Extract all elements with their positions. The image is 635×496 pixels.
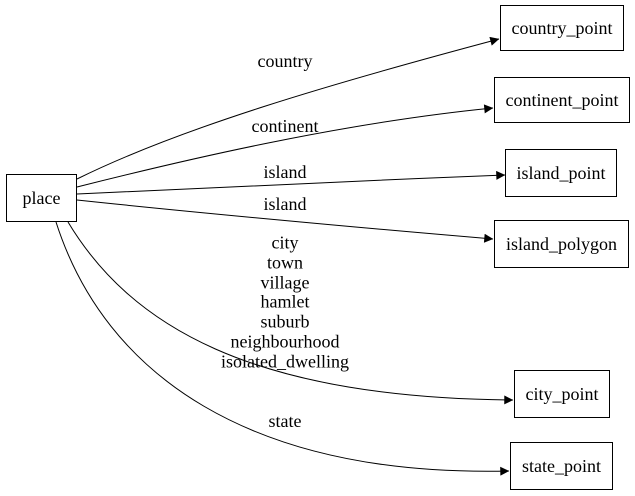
node-place-label: place <box>22 188 61 208</box>
edge-place-state_point <box>55 221 510 476</box>
node-continent-point: continent_point <box>494 77 630 123</box>
node-island-polygon: island_polygon <box>494 220 629 268</box>
edge-label-island-polygon: island <box>263 194 307 215</box>
edge-place-continent_point <box>76 104 494 188</box>
node-island-polygon-label: island_polygon <box>506 234 617 254</box>
node-state-point-label: state_point <box>522 456 601 476</box>
edge-label-city-group: city town village hamlet suburb neighbou… <box>221 232 349 372</box>
node-place: place <box>6 174 77 222</box>
edge-label-continent: continent <box>251 116 319 137</box>
edge-place-island_polygon <box>76 199 494 243</box>
edge-place-country_point <box>76 36 500 180</box>
node-island-point: island_point <box>505 149 617 197</box>
node-city-point: city_point <box>514 370 610 418</box>
node-city-point-label: city_point <box>525 384 599 404</box>
node-continent-point-label: continent_point <box>505 90 619 110</box>
edge-place-city_point <box>67 221 514 405</box>
node-island-point-label: island_point <box>516 163 606 183</box>
node-state-point: state_point <box>510 442 613 490</box>
edge-label-island-point: island <box>263 162 307 183</box>
edge-place-island_point <box>76 170 506 195</box>
node-country-point-label: country_point <box>511 18 613 38</box>
node-country-point: country_point <box>500 5 624 51</box>
edge-label-state: state <box>268 411 302 432</box>
edge-label-country: country <box>257 51 313 72</box>
